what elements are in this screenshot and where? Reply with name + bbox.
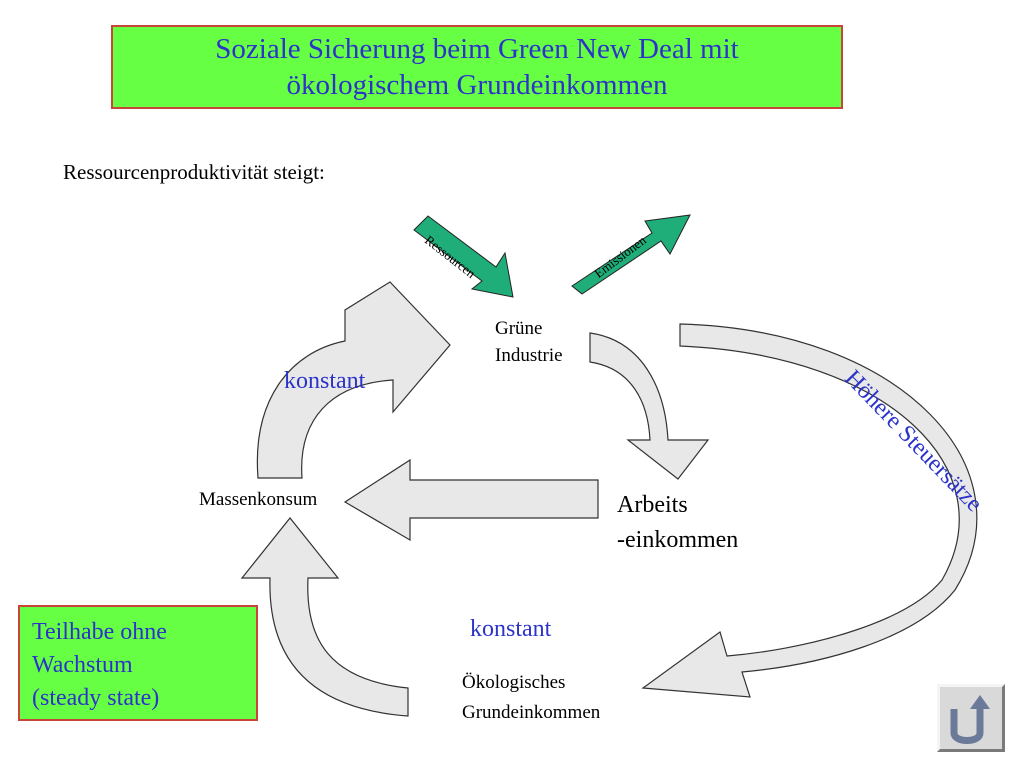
industry-label-line-2: Industrie [495,345,563,366]
consumption-label: Massenkonsum [199,489,318,510]
title-box: Soziale Sicherung beim Green New Deal mi… [111,25,843,109]
callout-line-3: (steady state) [32,685,160,711]
industry-to-income-arrow [589,332,710,480]
income-to-consumption-arrow [343,458,599,542]
callout-line-2: Wachstum [32,652,133,678]
title-line-2: ökologischem Grundeinkommen [286,69,668,101]
basic-income-label: Ökologisches Grundeinkommen [462,668,600,728]
u-turn-back-icon [950,695,990,744]
income-label-line-2: -einkommen [617,527,739,553]
resources-arrow [413,215,514,298]
emissions-arrow [571,214,691,295]
basic-income-label-line-1: Ökologisches [462,672,566,693]
basic-income-label-line-2: Grundeinkommen [462,702,601,723]
constant-label-bottom: konstant [470,616,552,642]
consumption-to-industry-arrow [256,281,451,479]
back-button[interactable] [937,684,1005,752]
income-label-line-1: Arbeits [617,492,688,518]
tax-arrow [641,323,978,698]
subtitle: Ressourcenproduktivität steigt: [63,160,325,184]
industry-label-line-1: Grüne [495,318,543,339]
income-label: Arbeits -einkommen [617,488,738,558]
title-line-1: Soziale Sicherung beim Green New Deal mi… [215,33,739,65]
basic-income-to-consumption-arrow [240,517,409,717]
constant-label-top: konstant [284,368,366,394]
industry-label: Grüne Industrie [495,315,563,369]
steady-state-callout: Teilhabe ohne Wachstum (steady state) [18,605,258,721]
callout-line-1: Teilhabe ohne [32,619,167,645]
